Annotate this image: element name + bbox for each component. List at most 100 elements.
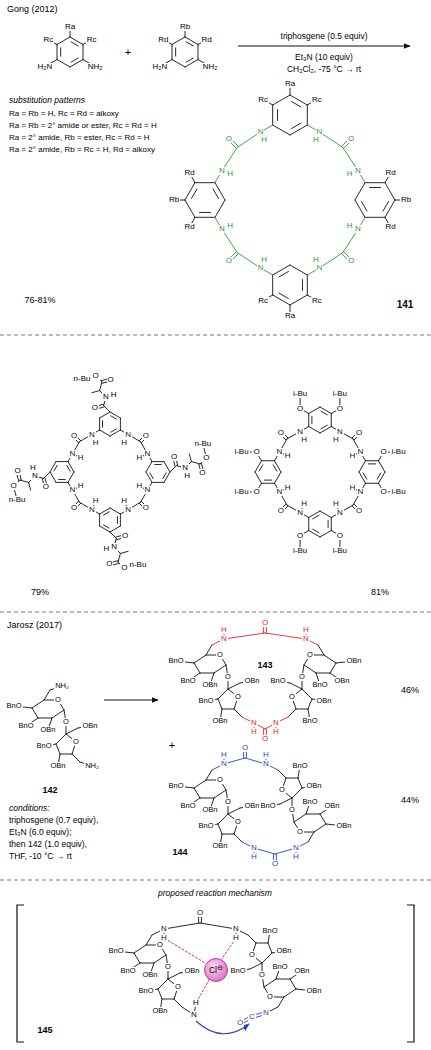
anion-circle: Cl⊖ bbox=[204, 958, 228, 982]
bond-line bbox=[361, 201, 366, 210]
note-heading: substitution patterns bbox=[8, 96, 86, 105]
bond-line bbox=[308, 832, 314, 842]
section-divider bbox=[0, 335, 431, 336]
bond-line bbox=[189, 454, 191, 462]
bond-line bbox=[355, 183, 365, 200]
atom-label: H bbox=[136, 454, 144, 462]
reagent-text: CH₂Cl₂, -75 °C → rt bbox=[286, 65, 362, 74]
bond-line bbox=[316, 673, 330, 674]
bond-line bbox=[279, 271, 288, 276]
bond-line bbox=[44, 690, 50, 700]
bond-line bbox=[255, 461, 262, 472]
atom-label: O bbox=[164, 963, 172, 971]
atom-label: BnO bbox=[17, 722, 34, 730]
atom-label: N bbox=[354, 167, 362, 175]
atom-label: O bbox=[142, 504, 150, 512]
bond-line bbox=[320, 531, 331, 538]
bond-line bbox=[256, 943, 268, 944]
bond-line bbox=[370, 187, 381, 188]
bond-line bbox=[262, 953, 272, 963]
bond-line bbox=[100, 430, 110, 436]
atom-label: BnO bbox=[291, 762, 308, 770]
atom-label: O bbox=[379, 448, 387, 456]
bond-line bbox=[331, 518, 332, 531]
reagent-text: triphosgene (0.5 equiv) bbox=[280, 32, 369, 41]
atom-label: N bbox=[296, 509, 304, 517]
plus-sign: + bbox=[124, 47, 132, 58]
atom-label: N bbox=[302, 635, 310, 643]
atom-label: H bbox=[260, 256, 268, 264]
bond-line bbox=[50, 462, 56, 472]
bond-line bbox=[92, 391, 100, 393]
bond-line bbox=[355, 200, 365, 217]
atom-label: BnO bbox=[261, 927, 278, 935]
atom-label: O bbox=[225, 135, 233, 143]
bond-line bbox=[186, 58, 193, 62]
atom-label: H bbox=[226, 170, 234, 178]
atom-label: N bbox=[232, 925, 240, 933]
atom-label: H bbox=[292, 853, 300, 861]
atom-label: O bbox=[261, 735, 269, 743]
atom-label: Ra bbox=[64, 23, 76, 31]
bond-line bbox=[158, 979, 168, 989]
bond-line bbox=[250, 963, 262, 969]
atom-label: H bbox=[302, 626, 310, 634]
atom-label: N bbox=[262, 760, 270, 768]
atom-label: NH₂ bbox=[84, 762, 100, 770]
atom-label: i-Bu bbox=[292, 390, 308, 398]
bond-line bbox=[320, 814, 326, 824]
bond-line bbox=[56, 734, 66, 744]
bond-line bbox=[262, 483, 275, 484]
atom-label: O bbox=[91, 372, 99, 380]
bond-line bbox=[215, 183, 225, 200]
bond-line bbox=[110, 532, 116, 538]
atom-label: O bbox=[296, 405, 304, 413]
atom-label: n-Bu bbox=[8, 496, 27, 504]
bond-line bbox=[272, 275, 273, 295]
bond-line bbox=[264, 979, 276, 987]
bond-line bbox=[228, 808, 240, 814]
bond-line bbox=[218, 824, 222, 834]
atom-label: OBn bbox=[323, 802, 340, 810]
atom-label: O bbox=[170, 453, 178, 461]
atom-label: O bbox=[258, 971, 266, 979]
bond-line bbox=[306, 814, 320, 815]
bond-line bbox=[275, 461, 282, 472]
atom-label: H bbox=[192, 999, 200, 1007]
bracket bbox=[17, 905, 24, 1042]
atom-label: OBn bbox=[39, 726, 56, 734]
bond-line bbox=[44, 472, 50, 478]
atom-label: O bbox=[120, 564, 128, 572]
bond-line bbox=[50, 472, 56, 482]
bond-line bbox=[71, 42, 78, 46]
bond-line bbox=[185, 60, 198, 68]
atom-label: H bbox=[312, 256, 320, 264]
bond-line bbox=[194, 663, 200, 673]
atom-label: N bbox=[69, 450, 77, 458]
atom-label: BnO bbox=[179, 677, 196, 685]
bond-line bbox=[140, 963, 154, 964]
atom-label: H bbox=[102, 545, 110, 553]
atom-label: O bbox=[224, 673, 232, 681]
atom-label: Ra bbox=[284, 80, 296, 88]
atom-label: O bbox=[278, 786, 286, 794]
atom-label: Rb bbox=[168, 196, 180, 204]
atom-label: H bbox=[284, 452, 292, 460]
bond-line bbox=[175, 48, 176, 56]
bond-line bbox=[304, 665, 316, 673]
charge-sign: ⊖ bbox=[217, 964, 223, 971]
atom-label: Rd bbox=[384, 169, 396, 177]
bond-line bbox=[185, 200, 195, 217]
bond-line bbox=[20, 480, 29, 482]
atom-label: OBn bbox=[201, 806, 218, 814]
atom-label: N bbox=[124, 431, 132, 439]
atom-label: O bbox=[347, 135, 355, 143]
bond-line bbox=[291, 123, 300, 128]
bond-line bbox=[120, 514, 121, 526]
bond-line bbox=[99, 418, 100, 430]
atom-label: OBn bbox=[201, 681, 218, 689]
atom-label: OBn bbox=[315, 697, 332, 705]
bond-line bbox=[379, 461, 386, 472]
atom-label: OBn bbox=[141, 971, 158, 979]
bond-line bbox=[290, 979, 296, 989]
